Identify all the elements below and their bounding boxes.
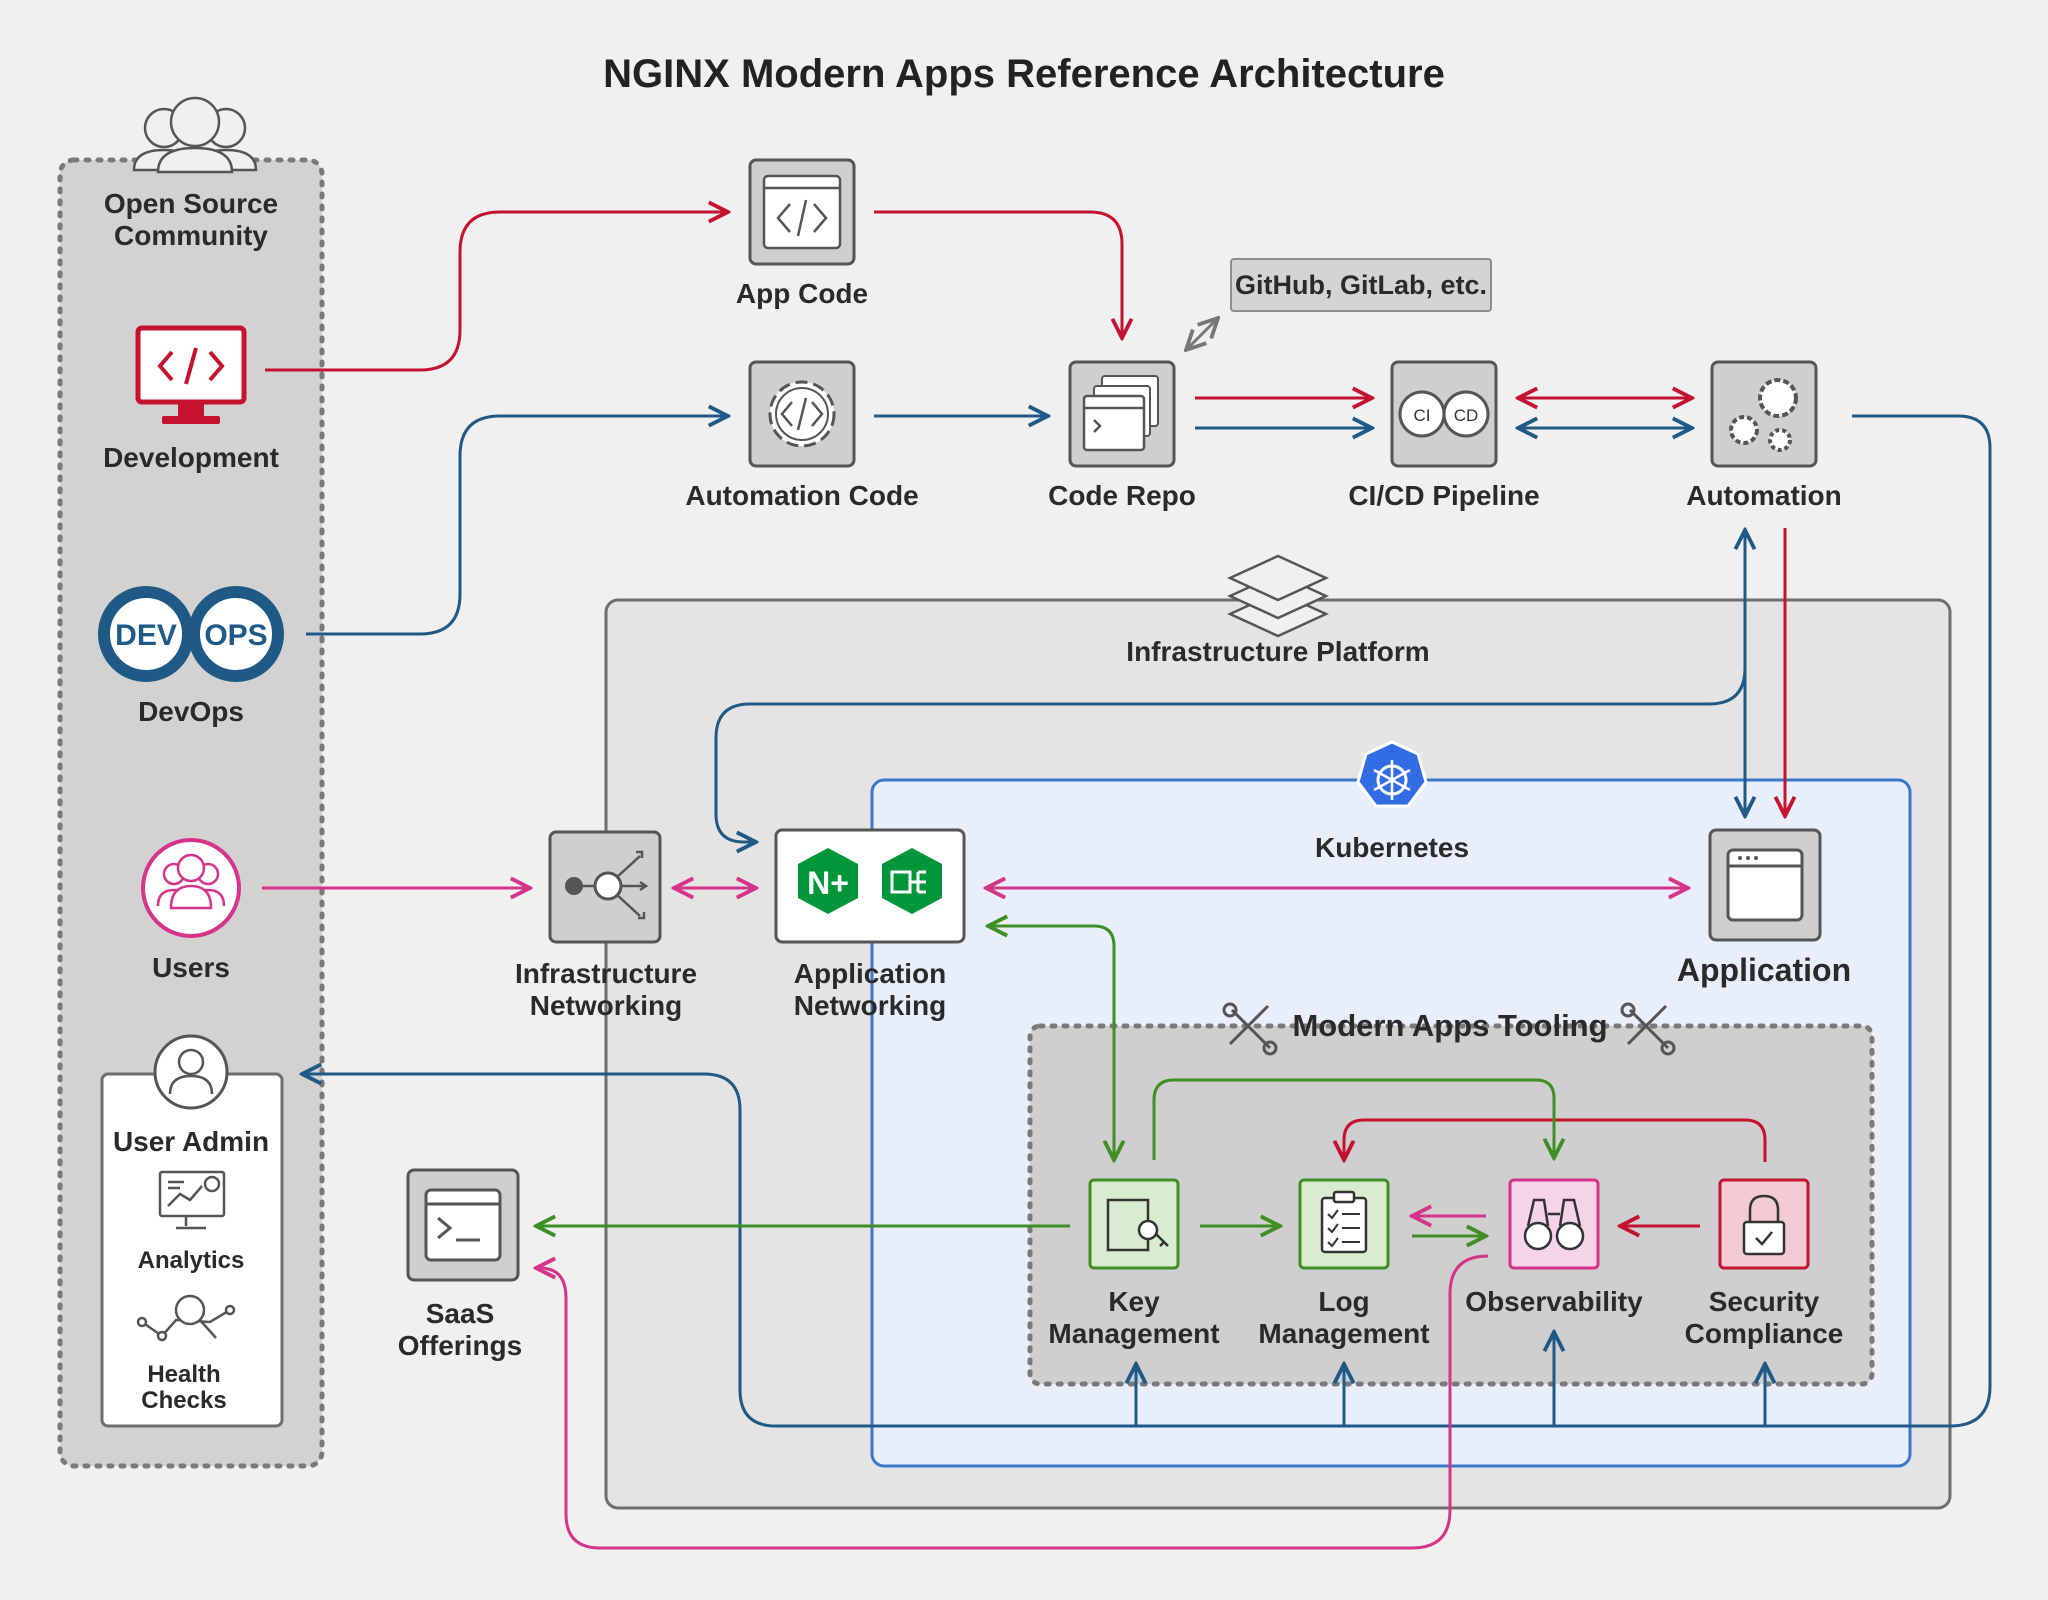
bus-to-log-management-arrow [1326,1364,1344,1428]
modern-apps-tooling-label: Modern Apps Tooling [1292,1008,1608,1043]
cicd-icon: CI CD [1390,360,1498,468]
users-label: Users [152,952,230,983]
user-admin-avatar-icon [153,1034,229,1110]
diagram-title: NGINX Modern Apps Reference Architecture [603,52,1445,96]
log-management-icon [1298,1178,1390,1270]
application-networking-label: Application Networking [794,958,946,1022]
development-monitor-icon [135,325,247,424]
application-icon [1708,828,1822,942]
analytics-label: Analytics [137,1247,245,1274]
saas-line1: SaaS [425,1298,495,1329]
infrastructure-networking-icon [548,830,662,944]
automation-code-icon [748,360,856,468]
security-compliance-label: Security Compliance [1685,1286,1844,1350]
devops-to-automation-code-arrow [306,416,728,636]
bus-to-observability-arrow [1536,1332,1554,1428]
bus-to-key-management-arrow [1116,1364,1136,1428]
infra-net-line1: Infrastructure [514,958,698,989]
community-label-line1: Open Source [103,188,279,219]
automation-gears-icon [1710,360,1818,468]
kubernetes-label: Kubernetes [1314,832,1470,863]
tools-icon-left [1222,1002,1278,1056]
health-label-line1: Health [147,1361,221,1388]
infrastructure-networking-label: Infrastructure Networking [515,958,697,1022]
cicd-pipeline-label: CI/CD Pipeline [1348,480,1540,511]
layers-icon [1226,554,1330,638]
users-icon [141,838,241,938]
infra-net-line2: Networking [529,990,683,1021]
health-checks-icon [136,1294,236,1342]
saas-terminal-icon [406,1168,520,1282]
open-source-community-label: Open Source Community [104,188,278,252]
health-label-line2: Checks [141,1387,227,1414]
observability-binoculars-icon [1508,1178,1600,1270]
kubernetes-logo-icon [1356,740,1428,808]
devops-label: DevOps [138,696,244,727]
dev-badge-text: DEV [115,619,177,652]
devops-badge-icon: DEV OPS [98,586,284,682]
key-line2: Management [1048,1318,1220,1349]
key-line1: Key [1108,1286,1160,1317]
community-people-icon [132,96,258,174]
automation-to-app-networking-arrow [714,667,1747,842]
ops-badge-text: OPS [204,619,267,652]
development-label: Development [103,442,279,473]
community-label-line2: Community [113,220,268,251]
key-management-icon [1088,1178,1180,1270]
sec-line1: Security [1708,1286,1820,1317]
app-code-label: App Code [735,278,869,309]
security-lock-icon [1718,1178,1810,1270]
infrastructure-platform-label: Infrastructure Platform [1126,636,1430,667]
log-line2: Management [1258,1318,1430,1349]
dev-to-app-code-arrow [265,212,728,372]
saas-offerings-label: SaaS Offerings [398,1298,522,1362]
app-net-line1: Application [793,958,947,989]
bus-to-security-arrow [1746,1364,1765,1428]
log-line1: Log [1318,1286,1370,1317]
application-label: Application [1676,952,1852,988]
tools-icon-right [1620,1002,1676,1056]
observability-to-saas-arrow [536,1254,1489,1550]
code-repo-icon [1068,360,1176,468]
sec-line2: Compliance [1684,1318,1844,1349]
nginx-plus-logo-icon [798,848,858,914]
nginx-plus-logo-text: N+ [807,865,849,901]
tooling-panel [1027,1023,1875,1387]
saas-line2: Offerings [397,1330,523,1361]
application-networking-icon: N+ [774,828,966,944]
app-code-icon [748,158,856,266]
app-net-line2: Networking [793,990,947,1021]
automation-code-label: Automation Code [685,480,919,511]
key-management-label: Key Management [1048,1286,1219,1350]
observability-label: Observability [1465,1286,1643,1317]
ci-badge-text: CI [1414,406,1431,425]
automation-label: Automation [1686,480,1842,511]
monitoring-bus-line [302,414,1992,1428]
app-code-to-repo-arrow [874,210,1122,338]
user-admin-label: User Admin [112,1126,270,1157]
health-checks-label: Health Checks [141,1362,226,1414]
repo-hosts-link-arrow [1186,318,1218,350]
cd-badge-text: CD [1454,406,1479,425]
analytics-icon [158,1170,226,1230]
log-management-label: Log Management [1258,1286,1429,1350]
key-management-to-observability-arrow [1152,1078,1554,1160]
code-repo-label: Code Repo [1048,480,1196,511]
repo-hosts-tag: GitHub, GitLab, etc. [1230,258,1492,312]
key-management-to-app-networking-arrow [988,926,1114,1160]
